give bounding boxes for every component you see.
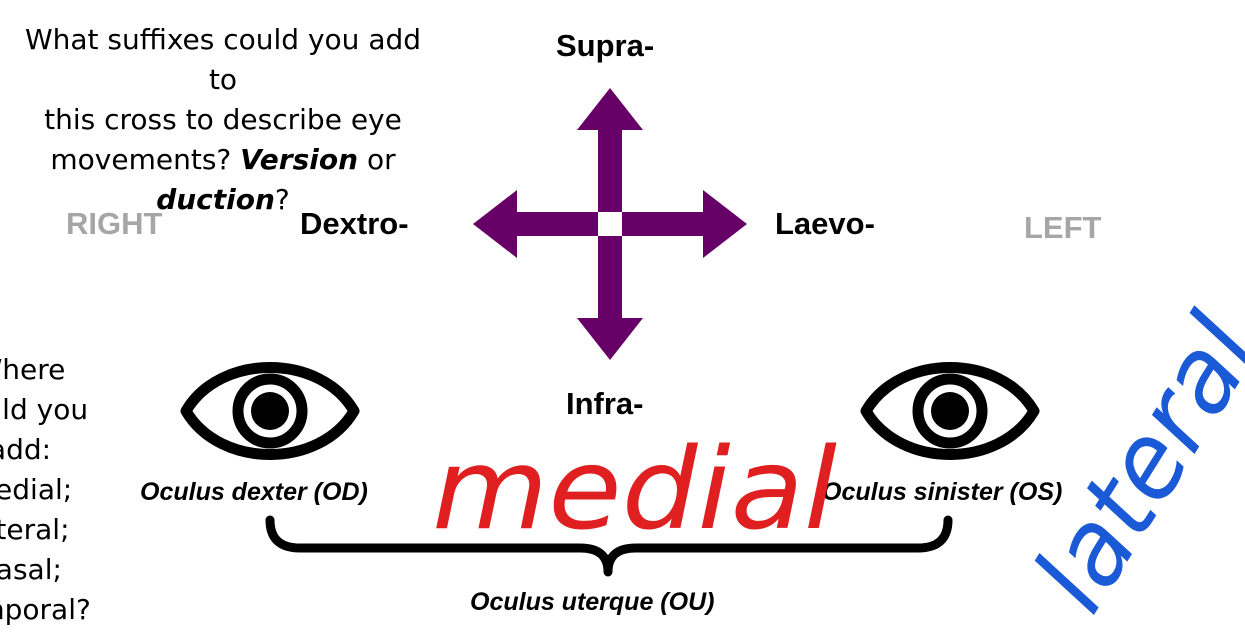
label-right-side: RIGHT: [66, 206, 163, 241]
eye-icon: [860, 362, 1040, 460]
arrow-up: [577, 88, 643, 212]
version-term: Version: [240, 143, 359, 176]
label-oculus-dexter: Oculus dexter (OD): [140, 478, 368, 506]
question-line-1: What suffixes could you add to: [24, 23, 422, 96]
question-text: What suffixes could you add to this cros…: [8, 20, 438, 220]
arrow-down: [577, 236, 643, 360]
label-dextro: Dextro-: [300, 206, 409, 241]
where-line-7: temporal?: [0, 593, 91, 626]
where-question: Where could you add: medial; lateral; na…: [0, 350, 110, 630]
label-infra: Infra-: [566, 386, 644, 421]
where-line-2: could you: [0, 393, 89, 426]
eye-icon: [180, 362, 360, 460]
where-line-4: medial;: [0, 473, 73, 506]
question-line-2: this cross to describe eye: [44, 103, 402, 136]
arrow-left: [473, 190, 598, 258]
where-line-3: add:: [0, 433, 52, 466]
duction-term: duction: [156, 183, 275, 216]
direction-cross: [473, 88, 747, 360]
question-mark: ?: [274, 183, 290, 216]
label-oculus-sinister: Oculus sinister (OS): [822, 478, 1063, 506]
curly-brace-icon: [265, 515, 953, 577]
question-line-3-pre: movements?: [50, 143, 241, 176]
question-or: or: [358, 143, 396, 176]
question-line-3: movements? Version or: [8, 140, 438, 180]
handwritten-lateral: lateral: [1010, 295, 1245, 631]
where-line-1: Where: [0, 353, 66, 386]
label-oculus-uterque: Oculus uterque (OU): [470, 588, 715, 616]
question-line-4: duction?: [8, 180, 438, 220]
handwritten-medial: medial: [432, 425, 837, 555]
where-line-5: lateral;: [0, 513, 70, 546]
label-laevo: Laevo-: [775, 206, 875, 241]
label-left-side: LEFT: [1024, 210, 1102, 245]
label-supra: Supra-: [556, 28, 655, 63]
arrow-right: [622, 190, 747, 258]
where-line-6: nasal;: [0, 553, 62, 586]
